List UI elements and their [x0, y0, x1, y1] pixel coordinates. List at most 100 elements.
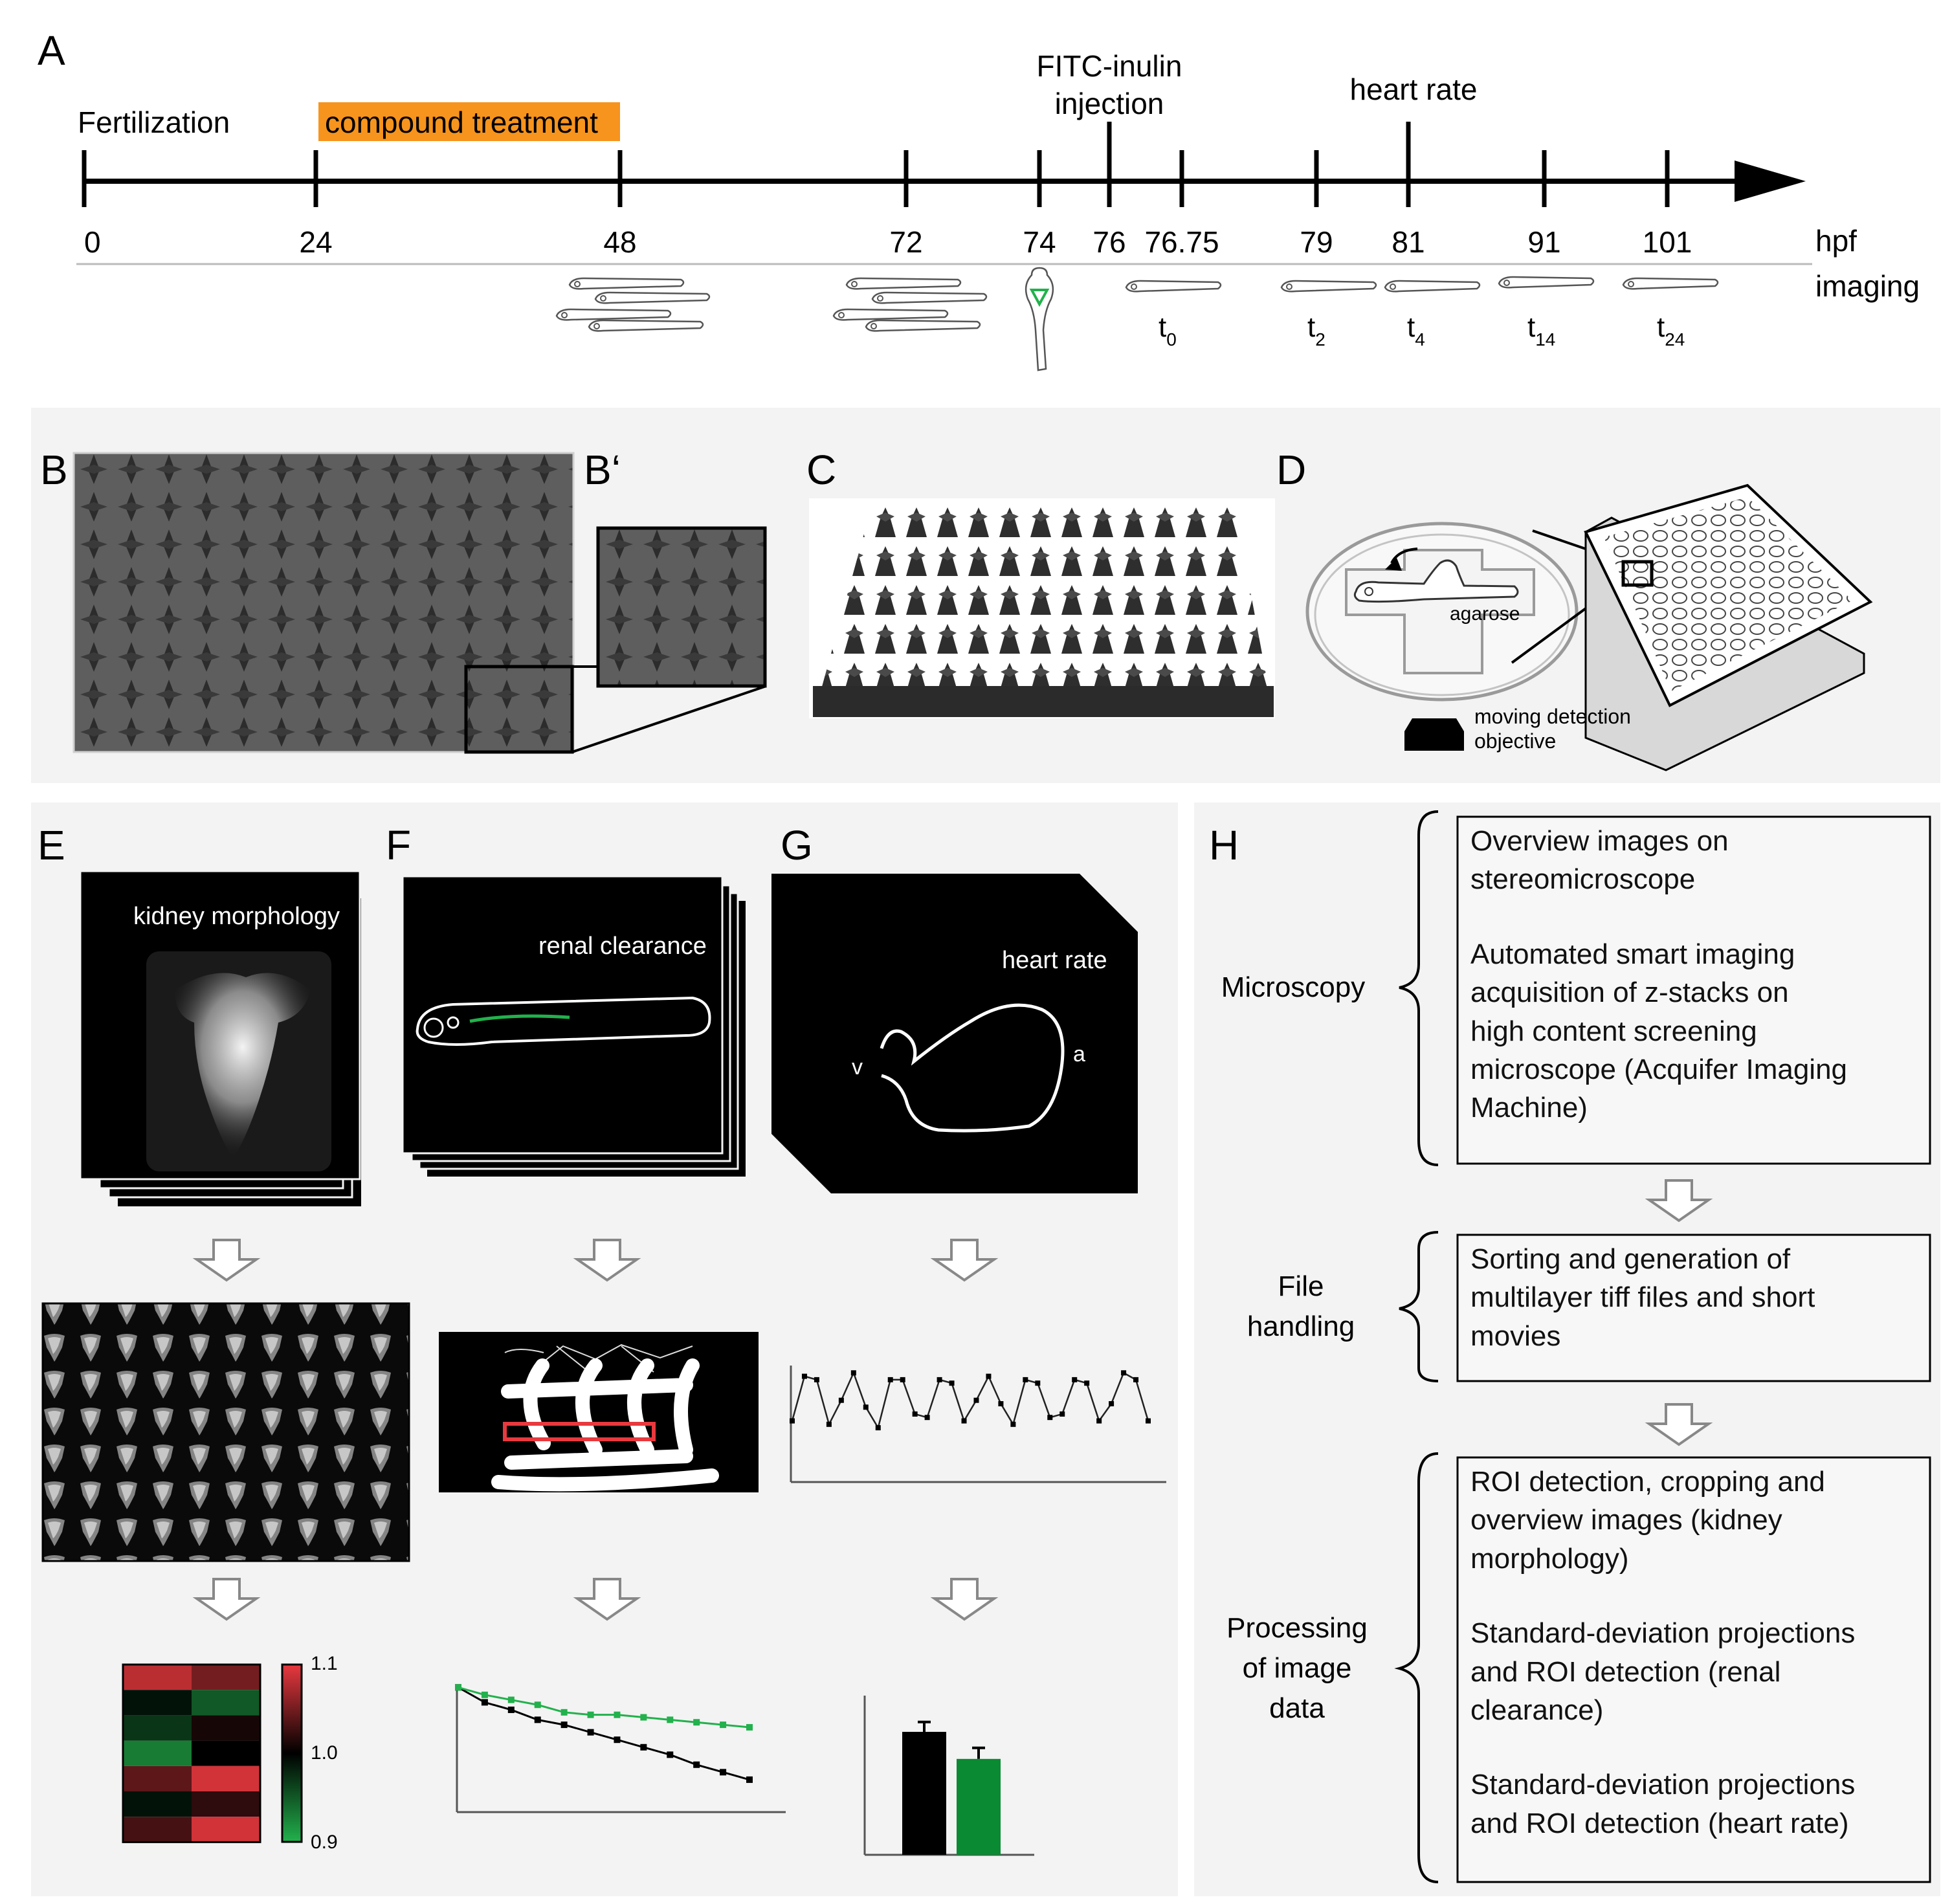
heatmap-cell [192, 1766, 260, 1791]
larva-icon [568, 277, 685, 290]
heatmap-cell [192, 1715, 260, 1741]
timeline-tick-label: 101 [1643, 225, 1692, 259]
objective-icon [1404, 718, 1464, 751]
processing-label-line3: data [1269, 1692, 1325, 1724]
objective-label-line1: moving detection [1474, 705, 1631, 728]
trace-point [949, 1380, 955, 1386]
trace-point [1072, 1377, 1078, 1382]
colorbar-tick-mid: 1.0 [311, 1742, 338, 1764]
larva-icon [588, 319, 704, 332]
heatmap-cell [192, 1791, 260, 1817]
file-handling-box [1456, 1234, 1931, 1382]
clearance-green-series-point [587, 1711, 594, 1718]
larva-eye-icon [851, 281, 858, 287]
microscopy-label: Microscopy [1221, 971, 1366, 1003]
trace-point [986, 1373, 992, 1379]
flow-arrows [192, 1179, 1713, 1621]
heatmap-cell [123, 1690, 192, 1716]
processing-label-line2: of image [1243, 1652, 1352, 1684]
larva-eye-icon [600, 295, 606, 302]
clearance-black-series-point [614, 1736, 621, 1743]
mold-base [813, 686, 1274, 717]
fertilization-label: Fertilization [78, 105, 230, 139]
renal-clearance-image [401, 875, 724, 1155]
timeline-tick-label: 79 [1300, 225, 1333, 259]
larva-eye-icon [574, 281, 581, 287]
clearance-green-series-point [534, 1701, 541, 1709]
microscopy-box [1456, 815, 1931, 1165]
panel-f: F renal clearance [386, 822, 786, 1813]
down-arrow-icon [192, 1578, 261, 1621]
mold-render-image [74, 453, 573, 752]
panel-c: C [806, 447, 1275, 718]
vessel-segments [491, 1358, 719, 1492]
trace-point [1146, 1418, 1151, 1424]
down-arrow-icon [930, 1239, 999, 1282]
treatment-highlight [318, 102, 620, 141]
heatmap-frame [122, 1663, 261, 1843]
clearance-green-series-point [614, 1711, 621, 1718]
trace-point [1047, 1415, 1053, 1421]
plate-highlighted-well [1621, 560, 1654, 587]
hpf-unit-label: hpf [1815, 224, 1857, 258]
time-point-label: t14 [1527, 311, 1555, 349]
clearance-green-series-point [746, 1723, 753, 1731]
larva-eye [423, 1017, 444, 1038]
down-arrow-icon [1645, 1179, 1713, 1223]
heart-outline [880, 1003, 1065, 1133]
clearance-black-series-point [720, 1769, 727, 1776]
larva-icon [832, 308, 949, 321]
timeline-tick-label: 76.75 [1144, 225, 1219, 259]
trace-point [1010, 1421, 1016, 1427]
larva-eye-icon [593, 323, 600, 329]
atrium-label: a [1073, 1042, 1085, 1067]
treatment-label: compound treatment [325, 105, 598, 139]
panel-d: D agarose moving detection objective [1276, 447, 1873, 771]
trace-line [791, 1370, 1149, 1430]
larva-icon [555, 308, 672, 321]
trace-point [1023, 1377, 1028, 1382]
trace-point [826, 1421, 832, 1427]
panel-label-d: D [1276, 447, 1306, 493]
trace-point [1035, 1380, 1041, 1386]
heatmap-cell [192, 1817, 260, 1843]
mold-render-frame [72, 452, 575, 753]
injection-site-icon [1029, 289, 1050, 307]
larva-icon [1280, 280, 1377, 293]
larva-icon [1498, 276, 1595, 289]
clearance-green-series-point [507, 1696, 515, 1703]
heart-rate-image-label: heart rate [1002, 947, 1107, 974]
larva-outline [416, 996, 711, 1046]
clearance-black-series-point [481, 1699, 488, 1706]
well-ellipse-inner [1314, 533, 1570, 696]
heatmap-cell [192, 1690, 260, 1716]
clearance-line-chart [455, 1684, 786, 1813]
dorsal-larva-icon [1025, 267, 1054, 371]
kidney-overview-grid [41, 1302, 410, 1562]
trace-point [900, 1377, 905, 1382]
clearance-green-series-line [458, 1686, 750, 1729]
larva-eye-icon [1131, 283, 1137, 290]
panel-label-c: C [806, 447, 836, 493]
trace-point [1096, 1418, 1102, 1424]
trace-point [863, 1404, 869, 1410]
heatmap-colorbar [281, 1663, 303, 1843]
larva-eye-icon [1628, 281, 1634, 287]
time-point-label: t2 [1307, 311, 1325, 349]
heatmap [122, 1663, 261, 1843]
bar [902, 1732, 946, 1855]
larva-icon [865, 319, 981, 332]
down-arrow-icon [930, 1578, 999, 1621]
panel-label-f: F [386, 822, 411, 869]
heatmap-cell [123, 1715, 192, 1741]
processing-box [1456, 1456, 1931, 1883]
colorbar-tick-high: 1.1 [311, 1653, 338, 1674]
panel-label-b: B [40, 447, 68, 493]
panel-label-g: G [781, 822, 813, 869]
clearance-black-series-point [693, 1761, 700, 1768]
larva-icon [871, 291, 988, 304]
injection-label-line2: injection [1055, 87, 1164, 120]
